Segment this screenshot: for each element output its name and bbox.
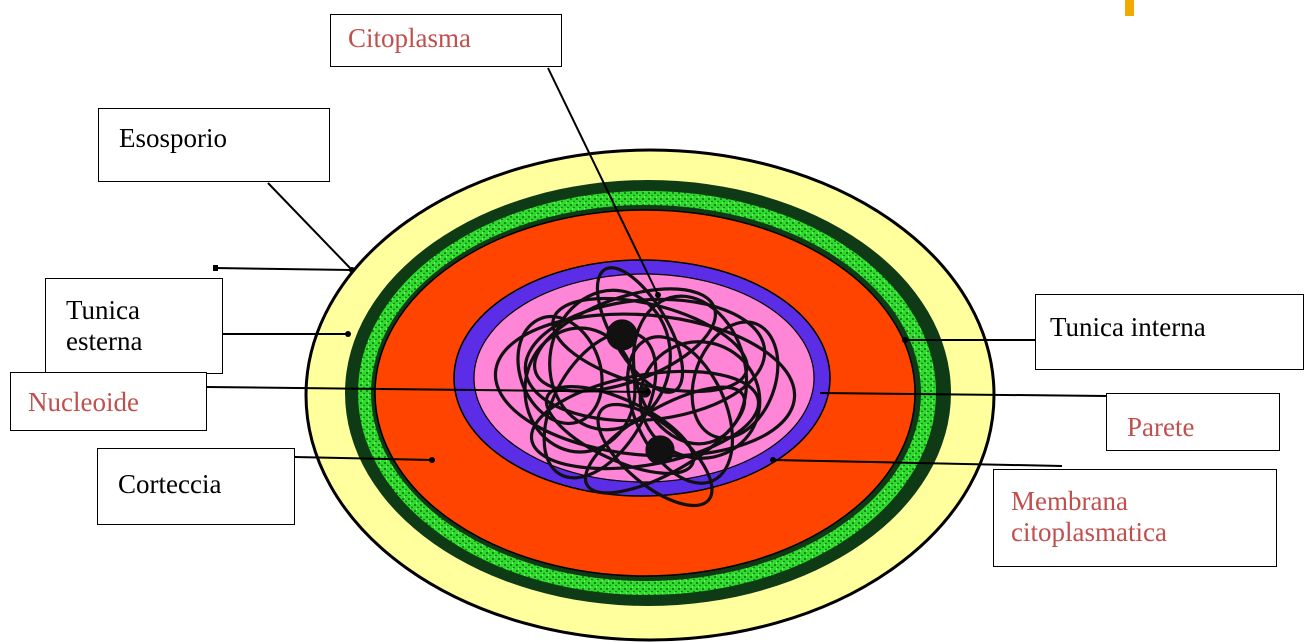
leader-dot [345, 331, 351, 337]
leader-dot [349, 267, 355, 273]
nucleoid-knot [647, 437, 673, 463]
spore-layers [306, 150, 994, 640]
leader-dot [645, 389, 651, 395]
leader-dot [770, 457, 776, 463]
label-parete-text: Parete [1127, 412, 1279, 443]
leader-tick [213, 265, 218, 271]
nucleoid-knot [608, 321, 636, 349]
label-membrana-citoplasmatica: Membrana citoplasmatica [993, 469, 1277, 567]
label-membrana-line2: citoplasmatica [1011, 517, 1276, 548]
label-tunica-interna-text: Tunica interna [1050, 312, 1303, 343]
label-membrana-line1: Membrana [1011, 486, 1276, 517]
label-nucleoide-text: Nucleoide [28, 387, 206, 418]
leader-esosporio [215, 268, 352, 270]
label-corteccia-text: Corteccia [118, 469, 294, 500]
leader-dot [429, 457, 435, 463]
label-tunica-esterna-line1: Tunica [66, 295, 222, 326]
label-esosporio-text: Esosporio [119, 123, 329, 154]
leader-esosporio-diag [268, 183, 350, 268]
label-tunica-interna: Tunica interna [1035, 294, 1304, 370]
label-nucleoide: Nucleoide [10, 372, 207, 431]
label-citoplasma: Citoplasma [330, 14, 562, 67]
label-parete: Parete [1106, 393, 1280, 451]
leader-dot [655, 292, 661, 298]
label-tunica-esterna-line2: esterna [66, 326, 222, 357]
leader-dot [902, 337, 908, 343]
label-corteccia: Corteccia [97, 448, 295, 525]
label-esosporio: Esosporio [98, 108, 330, 182]
label-citoplasma-text: Citoplasma [348, 23, 561, 54]
label-tunica-esterna: Tunica esterna [45, 278, 223, 374]
